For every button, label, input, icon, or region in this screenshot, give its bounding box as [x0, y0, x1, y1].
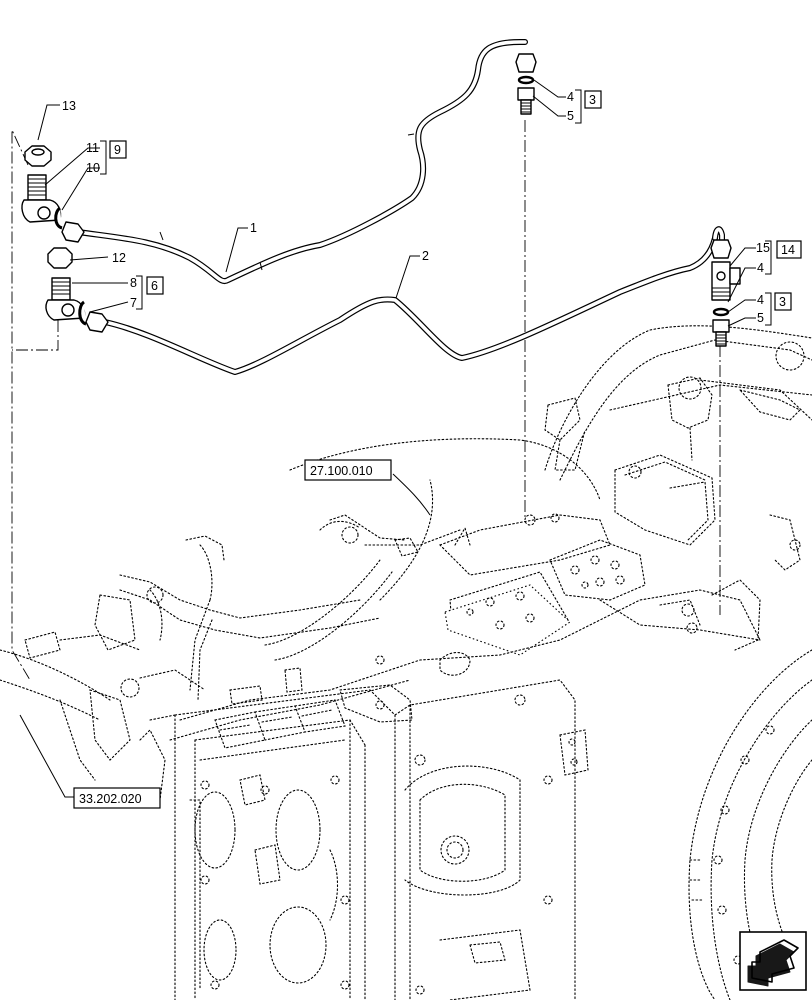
section-reference-center[interactable]: 27.100.010 [304, 459, 392, 481]
callout-5-right: 5 [757, 311, 764, 325]
svg-text:27.100.010: 27.100.010 [310, 464, 373, 478]
callout-5-top: 5 [567, 109, 574, 123]
callout-3-top: 3 [589, 93, 596, 107]
right-fittings [710, 239, 741, 347]
callout-11: 11 [86, 141, 99, 155]
o-ring-4-right [712, 307, 730, 317]
o-ring-10 [54, 206, 63, 230]
tube-nut-right [710, 239, 732, 259]
tube-nut-pipe-1 [61, 221, 85, 243]
o-ring-4-top [517, 75, 535, 85]
adapter-5-right [712, 319, 730, 333]
callout-12: 12 [112, 251, 126, 265]
callout-4-mid: 4 [757, 261, 764, 275]
callout-7: 7 [130, 296, 137, 310]
next-page-arrow-icon[interactable] [739, 931, 807, 991]
installation-center-lines [11, 120, 721, 681]
callout-box-3-top [584, 90, 602, 109]
callout-brackets [100, 89, 772, 326]
top-center-fittings [515, 53, 537, 115]
tractor-chassis-dotted-outline [0, 325, 812, 1000]
callout-labels: 13 11 9 10 12 8 6 7 1 2 4 5 3 15 14 4 4 … [62, 90, 802, 325]
callout-2: 2 [422, 249, 429, 263]
pipe-1 [75, 39, 528, 285]
callout-14: 14 [781, 243, 795, 257]
tee-fitting-15 [711, 261, 731, 301]
callout-box-9 [109, 140, 127, 159]
tube-nut-pipe-2 [85, 311, 109, 333]
callout-4-right: 4 [757, 293, 764, 307]
callout-9: 9 [114, 143, 121, 157]
callout-box-6 [146, 276, 164, 295]
callout-6: 6 [151, 279, 158, 293]
callout-8: 8 [130, 276, 137, 290]
pipe-2 [102, 226, 725, 375]
callout-box-3-right [774, 292, 792, 311]
o-ring-7 [78, 300, 87, 326]
callout-13: 13 [62, 99, 76, 113]
callout-10: 10 [86, 161, 100, 175]
elbow-fitting-8 [51, 277, 71, 301]
left-upper-fittings [21, 145, 109, 333]
callout-3-right: 3 [779, 295, 786, 309]
callout-4-top: 4 [567, 90, 574, 104]
callout-15: 15 [756, 241, 770, 255]
section-reference-left[interactable]: 33.202.020 [73, 787, 161, 809]
callout-1: 1 [250, 221, 257, 235]
callout-leaders [19, 79, 756, 798]
tube-nut-top [515, 53, 537, 73]
adapter-5-top [517, 87, 535, 101]
callout-box-14 [776, 240, 802, 259]
svg-text:33.202.020: 33.202.020 [79, 792, 142, 806]
